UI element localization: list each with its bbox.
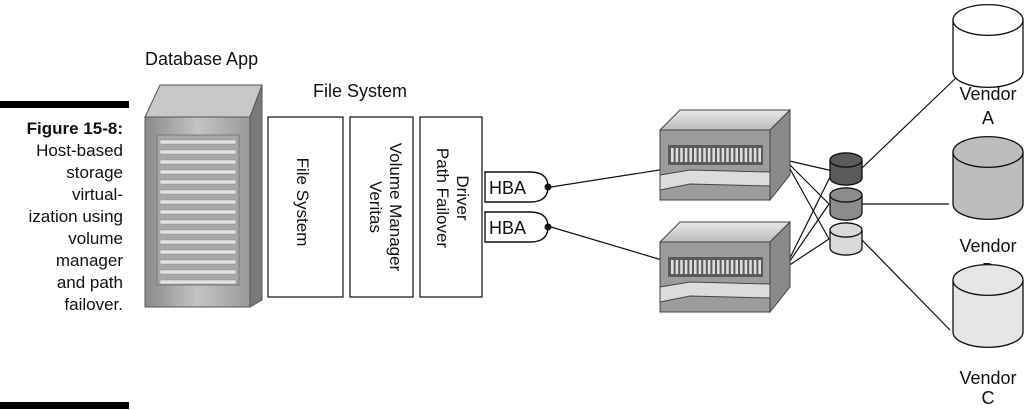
caption-line: and path xyxy=(56,273,123,292)
vendor-letter: C xyxy=(982,388,995,408)
layer-label: File System xyxy=(293,158,312,247)
hba-2: HBA xyxy=(484,211,552,243)
layer-path-failover-driver: Path Failover Driver xyxy=(419,116,483,298)
connection-lines xyxy=(550,74,960,331)
file-system-heading: File System xyxy=(313,81,407,101)
caption-line: volume xyxy=(68,229,123,248)
database-app-label: Database App xyxy=(145,49,258,69)
hba-label: HBA xyxy=(489,218,526,238)
virtual-disk-icon xyxy=(829,152,863,186)
vendor-array-group: VendorAVendorBVendorC xyxy=(952,3,1024,408)
layer-file-system: File System xyxy=(267,116,344,298)
caption-line: storage xyxy=(66,163,123,182)
caption-bottom-rule xyxy=(0,402,129,409)
caption-line: ization using xyxy=(28,207,123,226)
database-server-tower xyxy=(144,84,263,308)
vendor-array-icon xyxy=(952,263,1024,349)
vendor-label: Vendor xyxy=(959,236,1016,256)
caption-line: virtual- xyxy=(71,185,123,204)
vendor-letter: A xyxy=(982,108,994,128)
storage-switch-1 xyxy=(658,108,792,202)
layer-label: Veritas xyxy=(366,181,385,233)
layer-label: Volume Manager xyxy=(386,143,405,272)
layer-label: Path Failover xyxy=(433,148,452,248)
figure-label: Figure 15-8: xyxy=(26,119,123,138)
caption-line: failover. xyxy=(64,295,123,314)
virtual-disk-group xyxy=(829,152,863,256)
hba-label: HBA xyxy=(489,178,526,198)
virtual-disk-icon xyxy=(829,222,863,256)
caption-top-rule xyxy=(0,101,129,108)
layer-volume-manager: Veritas Volume Manager xyxy=(349,116,414,298)
hba-1: HBA xyxy=(484,171,552,203)
vendor-label: Vendor xyxy=(959,84,1016,104)
layer-label: Driver xyxy=(453,175,472,221)
caption-line: manager xyxy=(55,251,123,270)
vendor-array-icon xyxy=(952,3,1024,89)
vendor-array-icon xyxy=(952,135,1024,221)
figure-caption: Figure 15-8: Host-based storage virtual-… xyxy=(0,118,123,316)
storage-switch-2 xyxy=(658,220,792,314)
virtual-disk-icon xyxy=(829,187,863,221)
vendor-label: Vendor xyxy=(959,368,1016,388)
caption-line: Host-based xyxy=(36,141,123,160)
